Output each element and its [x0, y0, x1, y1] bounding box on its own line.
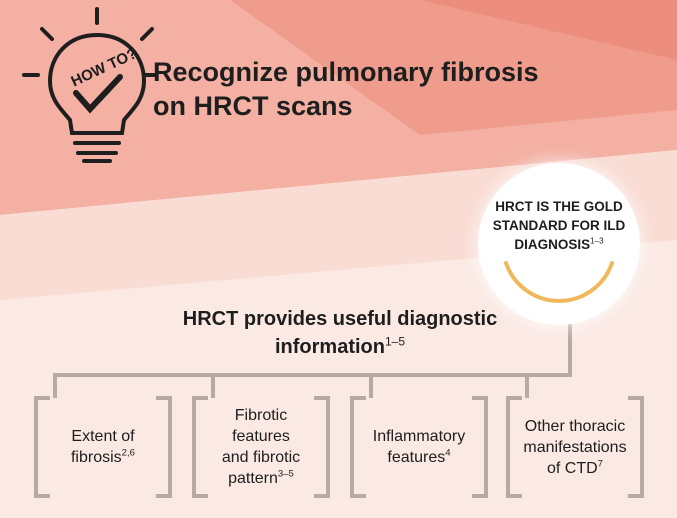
title-line-1: Recognize pulmonary fibrosis — [153, 57, 539, 87]
lightbulb-icon: HOW TO? — [22, 7, 158, 163]
svg-text:HOW TO?: HOW TO? — [69, 45, 140, 90]
gold-standard-badge: HRCT IS THE GOLD STANDARD FOR ILD DIAGNO… — [478, 163, 640, 325]
how-to-text: HOW TO? — [69, 45, 140, 90]
badge-arc — [504, 261, 614, 303]
box-extent-of-fibrosis: Extent of fibrosis2,6 — [70, 428, 136, 466]
box-fibrotic-features: Fibrotic features and fibrotic pattern3–… — [221, 407, 301, 487]
box-other-thoracic-manifestations: Other thoracic manifestations of CTD7 — [523, 417, 627, 477]
page-title: Recognize pulmonary fibrosis on HRCT sca… — [153, 55, 623, 123]
box-inflammatory-features: Inflammatory features4 — [372, 428, 466, 466]
badge-text: HRCT IS THE GOLD STANDARD FOR ILD DIAGNO… — [492, 199, 626, 252]
section-subtitle: HRCT provides useful diagnostic informat… — [182, 308, 498, 358]
title-line-2: on HRCT scans — [153, 91, 353, 121]
